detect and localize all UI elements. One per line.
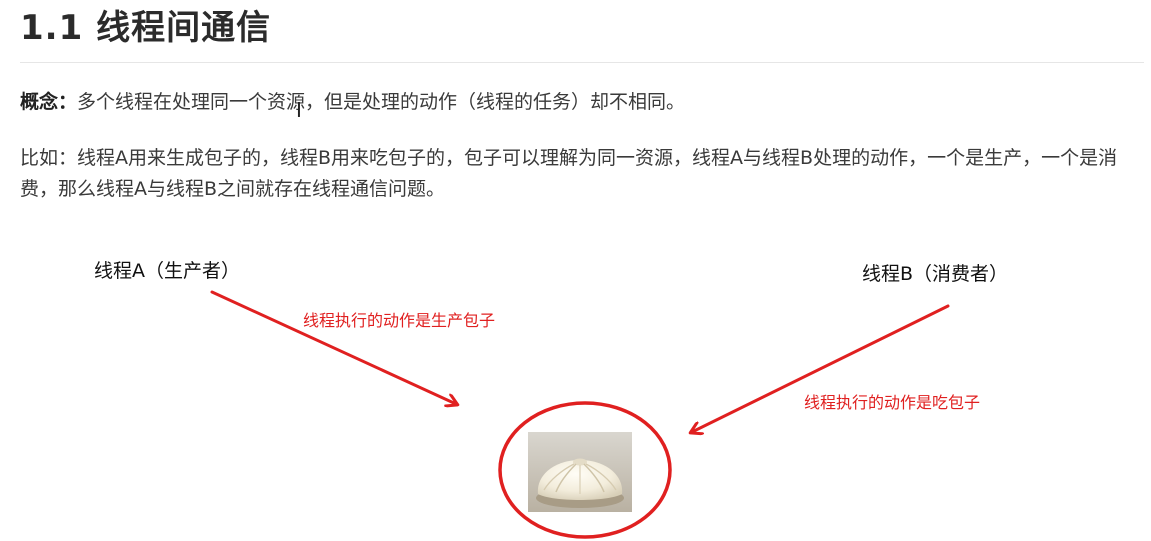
title-divider (20, 62, 1144, 63)
steamed-bun-image (528, 432, 632, 512)
arrow-b-to-bun (692, 304, 950, 432)
thread-b-action-label: 线程执行的动作是吃包子 (804, 393, 981, 412)
thread-b-label: 线程B（消费者） (862, 263, 1009, 285)
text-cursor-icon: Ι (296, 98, 302, 122)
concept-paragraph: 概念：多个线程在处理同一个资源，但是处理的动作（线程的任务）却不相同。 (20, 87, 1140, 118)
thread-a-label: 线程A（生产者） (94, 260, 240, 282)
bun-highlight-circle (498, 401, 672, 539)
thread-a-action-label: 线程执行的动作是生产包子 (303, 311, 496, 330)
page-title: 1.1 线程间通信 (20, 8, 272, 48)
arrow-a-to-bun (210, 290, 456, 404)
concept-text: 多个线程在处理同一个资源，但是处理的动作（线程的任务）却不相同。 (77, 91, 686, 113)
concept-label: 概念： (20, 91, 78, 113)
example-paragraph: 比如：线程A用来生成包子的，线程B用来吃包子的，包子可以理解为同一资源，线程A与… (20, 147, 1118, 200)
